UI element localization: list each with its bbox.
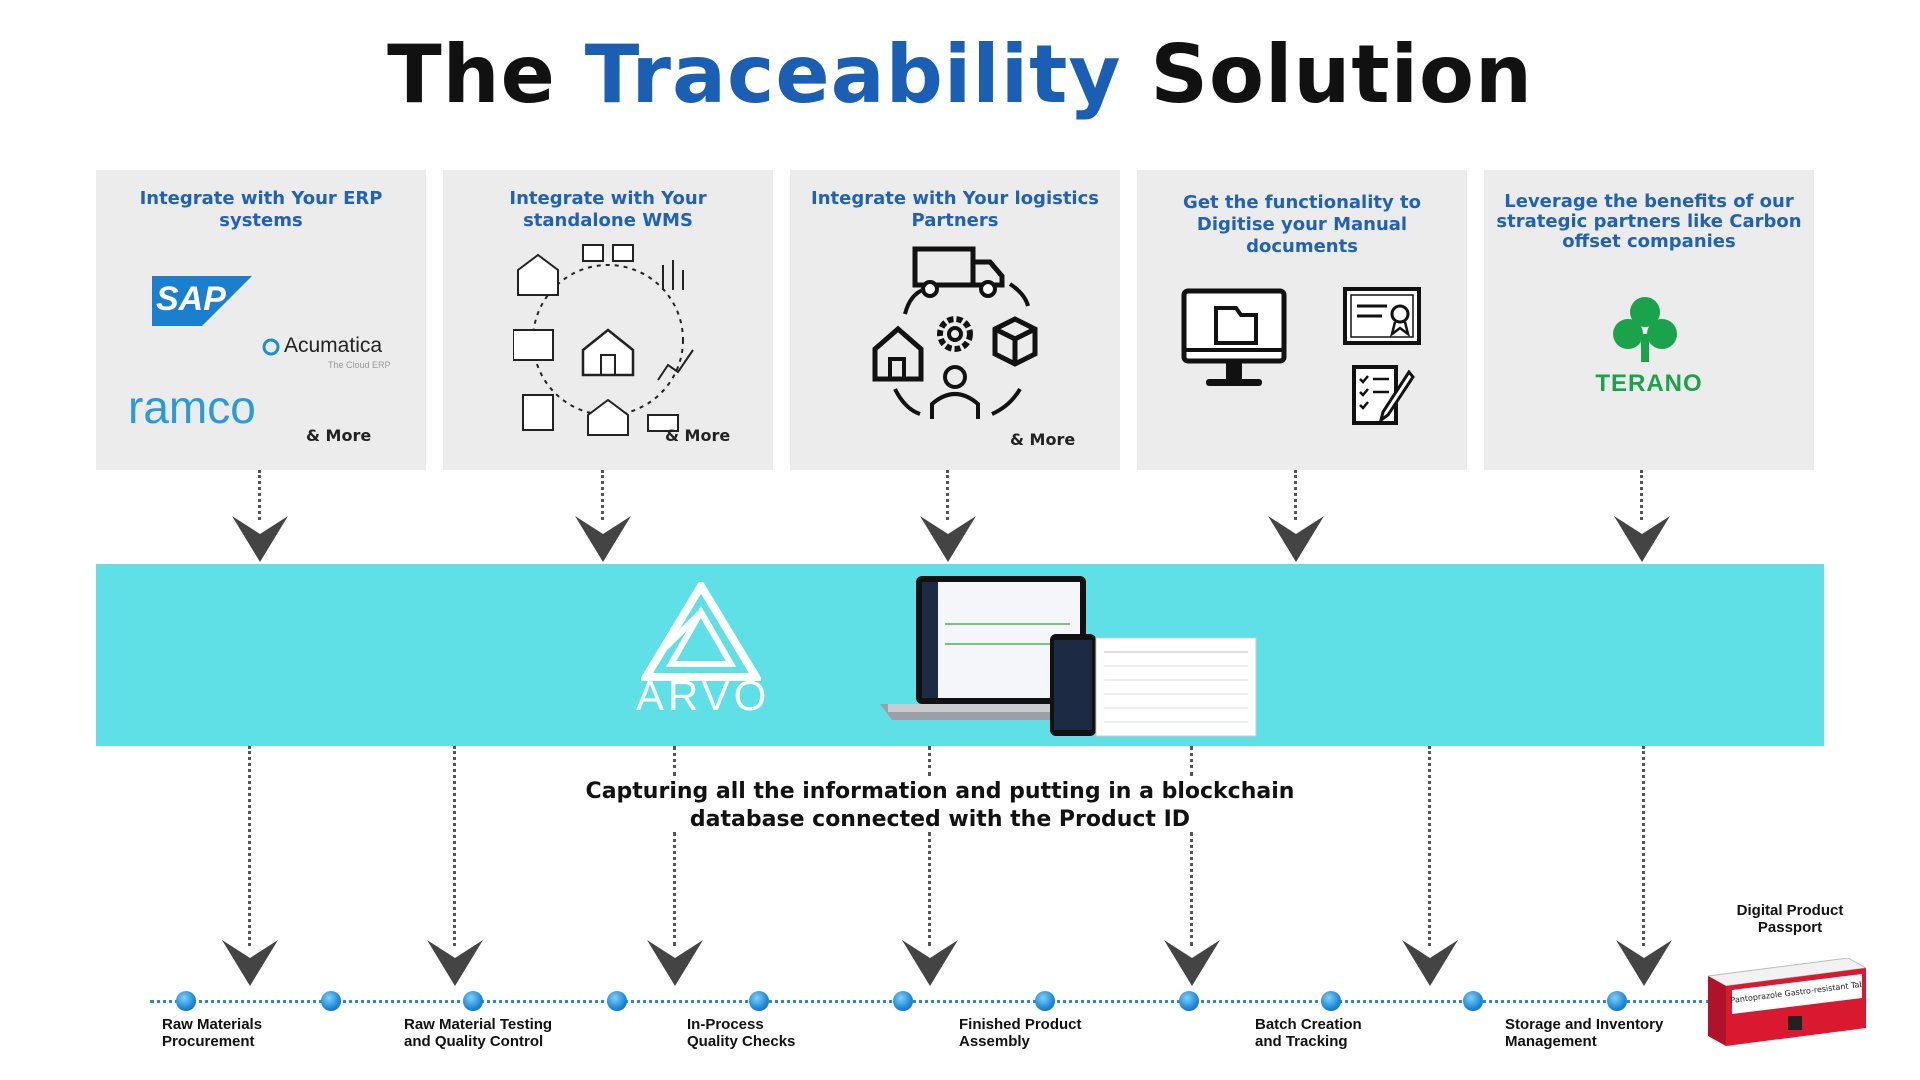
timeline-dot [321, 991, 341, 1011]
more-label: & More [1010, 430, 1076, 449]
blockchain-caption: Capturing all the information and puttin… [585, 779, 1295, 832]
title-accent: Traceability [584, 28, 1122, 121]
timeline-dot [463, 991, 483, 1011]
timeline-dot [1321, 991, 1341, 1011]
page-title: The Traceability Solution [387, 28, 1533, 121]
acumatica-subtitle: The Cloud ERP [328, 360, 391, 370]
terano-logo-text: TERANO [1595, 370, 1703, 397]
timeline-dot [1179, 991, 1199, 1011]
monitor-folder-icon [1181, 288, 1287, 386]
card-title: Get the functionality to Digitise your M… [1183, 192, 1421, 257]
terano-clover-icon [1613, 297, 1677, 362]
arvo-platform-band: ARVO [96, 564, 1824, 746]
card-title: Integrate with Your ERP systems [139, 188, 383, 231]
certificate-icon [1343, 287, 1421, 345]
timeline-dot [1607, 991, 1627, 1011]
digital-product-passport-title: Digital Product Passport [1736, 902, 1844, 936]
warehouse-cycle-icon [513, 244, 694, 436]
card-title: Integrate with Your logistics Partners [811, 188, 1099, 231]
dashboard-laptop-image [880, 576, 1257, 737]
checklist-pen-icon [1352, 365, 1415, 425]
down-arrow-icon [222, 940, 278, 986]
down-arrow-icon [427, 940, 483, 986]
down-arrow-icon [1616, 940, 1672, 986]
card-title: Leverage the benefits of our strategic p… [1496, 191, 1802, 252]
sap-logo [152, 276, 252, 326]
timeline-dot [176, 991, 196, 1011]
card-documents: Get the functionality to Digitise your M… [1137, 170, 1467, 470]
card-erp: Integrate with Your ERP systems SAP Acum… [96, 170, 426, 470]
down-arrow-icon [1164, 940, 1220, 986]
timeline-dot [607, 991, 627, 1011]
timeline-dot [1035, 991, 1055, 1011]
acumatica-icon [262, 338, 280, 356]
sap-logo-text: SAP [156, 280, 226, 318]
acumatica-logo-text: Acumatica [284, 334, 383, 357]
ramco-logo-text: ramco [128, 381, 256, 433]
down-arrow-icon [902, 940, 958, 986]
arvo-logo-text: ARVO [636, 672, 771, 719]
down-arrow-icon [647, 940, 703, 986]
timeline-dot [893, 991, 913, 1011]
timeline-dot [749, 991, 769, 1011]
process-timeline [150, 1000, 1710, 1003]
card-wms: Integrate with Your standalone WMS & Mor… [443, 170, 773, 470]
down-arrow-icon [1402, 940, 1458, 986]
down-arrow-icon [1614, 516, 1670, 562]
card-title: Integrate with Your standalone WMS [509, 188, 707, 231]
more-label: & More [665, 426, 731, 445]
card-logistics: Integrate with Your logistics Partners &… [790, 170, 1120, 470]
logistics-cycle-icon [872, 246, 1038, 419]
arvo-logo-icon [641, 582, 761, 681]
timeline-dot [1463, 991, 1483, 1011]
more-label: & More [306, 426, 372, 445]
down-arrow-icon [232, 516, 288, 562]
down-arrow-icon [920, 516, 976, 562]
card-partners: Leverage the benefits of our strategic p… [1484, 170, 1814, 470]
product-box-image: Pantoprazole Gastro-resistant Tablets IP [1706, 957, 1868, 1046]
down-arrow-icon [1268, 516, 1324, 562]
down-arrow-icon [575, 516, 631, 562]
